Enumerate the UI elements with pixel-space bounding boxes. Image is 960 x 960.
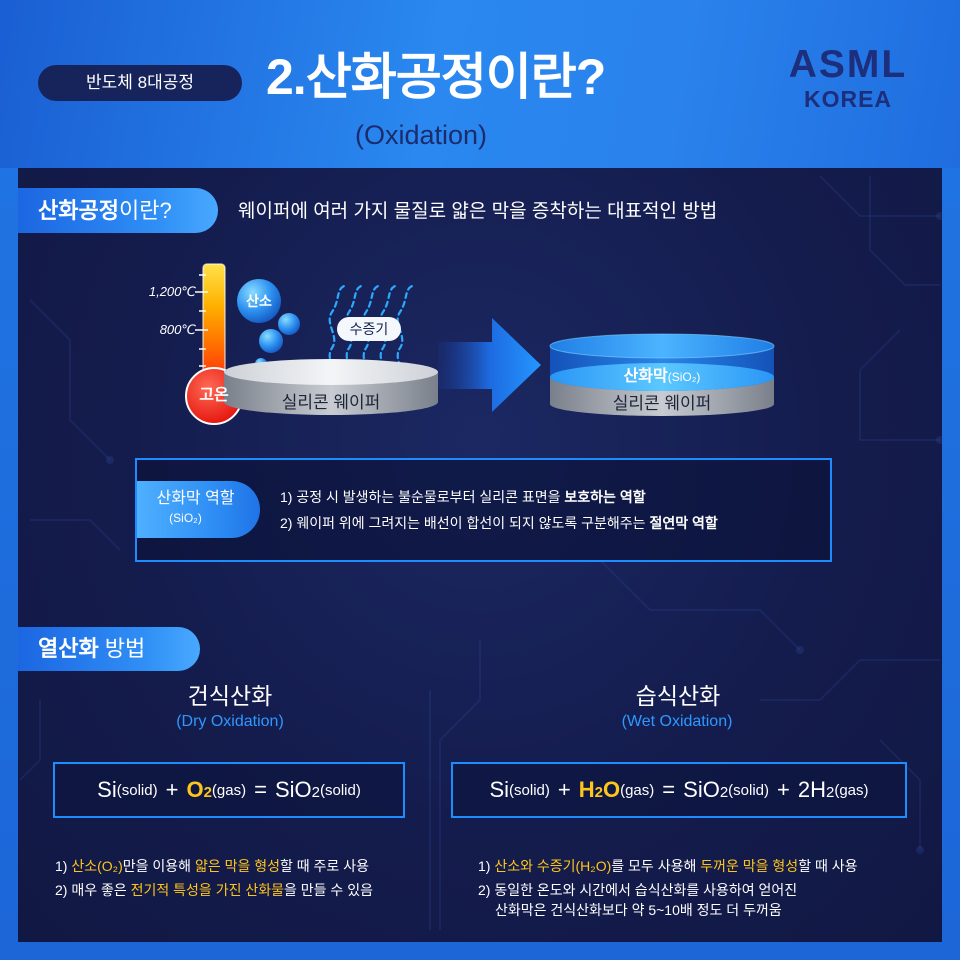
intro-description: 웨이퍼에 여러 가지 물질로 얇은 막을 증착하는 대표적인 방법 (238, 201, 718, 222)
formula-term-highlight: H (578, 777, 595, 802)
note-text: 1) (478, 858, 495, 874)
formula-state: (gas) (834, 781, 869, 799)
wet-note-item: 1) 산소와 수증기(H₂O)를 모두 사용해 두꺼운 막을 형성할 때 사용 (478, 856, 858, 876)
formula-subscript: 2 (826, 783, 835, 801)
formula-term: SiO (274, 777, 312, 802)
thermometer-high-mark: 1,200℃ (148, 284, 196, 299)
oxide-role-item: 2) 웨이퍼 위에 그려지는 배선이 합선이 되지 않도록 구분해주는 절연막 … (280, 513, 718, 533)
note-text: 2) (478, 882, 495, 898)
dry-oxidation-title: 건식산화 (187, 683, 273, 709)
note-text: 동일한 온도와 시간에서 습식산화를 사용하여 얻어진 (494, 882, 798, 898)
oxide-film-name: 산화막 (623, 368, 668, 385)
dry-oxidation-subtitle: (Dry Oxidation) (176, 713, 284, 730)
oxide-role-pill: 산화막 역할 (SiO₂) (137, 481, 260, 538)
wafer-label-after: 실리콘 웨이퍼 (612, 394, 712, 413)
formula-operator: + (557, 777, 571, 802)
formula-subscript: 2 (594, 783, 603, 801)
logo-main-text: ASML (788, 43, 908, 86)
wet-oxidation-title: 습식산화 (635, 683, 721, 709)
note-text: 2) 매우 좋은 (55, 882, 131, 898)
formula-term-highlight: O (602, 777, 621, 802)
note-text: 할 때 주로 사용 (280, 858, 369, 874)
section-pill-intro: 산화공정이란? (18, 188, 218, 233)
formula-operator: = (662, 777, 676, 802)
formula-state: (gas) (620, 781, 655, 799)
pill-bold-text: 열산화 (38, 636, 99, 661)
formula-term: Si (97, 777, 117, 802)
page-subtitle: (Oxidation) (355, 120, 488, 150)
oxide-film-formula: (SiO₂) (667, 370, 701, 384)
note-text: 를 모두 사용해 (611, 858, 701, 874)
oxide-role-box: 산화막 역할 (SiO₂) 1) 공정 시 발생하는 불순물로부터 실리콘 표면… (135, 458, 832, 562)
wet-oxidation-subtitle: (Wet Oxidation) (621, 713, 733, 730)
asml-korea-logo: ASML KOREA (776, 43, 920, 113)
oxide-role-formula: (SiO₂) (169, 511, 202, 525)
formula-term: Si (489, 777, 510, 802)
note-highlight: 전기적 특성을 가진 산화물 (130, 882, 284, 898)
dry-note-item: 2) 매우 좋은 전기적 특성을 가진 산화물을 만들 수 있음 (55, 880, 373, 900)
note-highlight: 산소와 수증기(H₂O) (494, 858, 612, 874)
note-highlight: 산소(O₂) (71, 858, 123, 874)
oxide-role-item: 1) 공정 시 발생하는 불순물로부터 실리콘 표면을 보호하는 역할 (280, 487, 646, 507)
oxygen-label: 산소 (246, 293, 272, 309)
page-title: 2.산화공정이란? (266, 49, 606, 105)
pill-bold-text: 산화공정 (38, 198, 119, 223)
formula-operator: + (165, 777, 179, 802)
role-item-bold: 보호하는 역할 (564, 489, 646, 505)
wet-note-item: 2) 동일한 온도와 시간에서 습식산화를 사용하여 얻어진 (478, 880, 797, 900)
formula-term: SiO (683, 777, 720, 802)
formula-state: (solid) (728, 781, 770, 799)
note-text: 1) (55, 858, 72, 874)
formula-term: 2H (797, 777, 826, 802)
formula-state: (solid) (509, 781, 550, 799)
note-text: 할 때 사용 (798, 858, 858, 874)
role-item-bold: 절연막 역할 (649, 515, 718, 531)
note-text: 만을 이용해 (122, 858, 195, 874)
wet-note-continuation: 산화막은 건식산화보다 약 5~10배 정도 더 두꺼움 (495, 902, 782, 918)
formula-term-highlight: O (186, 777, 204, 802)
formula-operator: + (777, 777, 790, 802)
oxide-film-label: 산화막(SiO₂) (572, 366, 752, 388)
oxide-role-title: 산화막 역할 (156, 490, 235, 507)
role-item-text: 2) 웨이퍼 위에 그려지는 배선이 합선이 되지 않도록 구분해주는 (280, 515, 650, 531)
role-item-text: 1) 공정 시 발생하는 불순물로부터 실리콘 표면을 (280, 489, 565, 505)
formula-subscript: 2 (311, 783, 320, 801)
pill-rest-text: 이란? (118, 198, 172, 223)
dry-note-item: 1) 산소(O₂)만을 이용해 얇은 막을 형성할 때 주로 사용 (55, 856, 369, 876)
formula-subscript: 2 (203, 783, 212, 801)
wafer-label-before: 실리콘 웨이퍼 (281, 393, 381, 412)
thermometer-low-mark: 800℃ (159, 322, 196, 337)
note-text: 을 만들 수 있음 (284, 882, 373, 898)
logo-sub-text: KOREA (803, 86, 893, 112)
note-highlight: 두꺼운 막을 형성 (700, 858, 799, 874)
pill-rest-text: 방법 (104, 636, 146, 661)
process-category-badge: 반도체 8대공정 (38, 65, 242, 101)
formula-operator: = (254, 777, 267, 802)
formula-subscript: 2 (719, 783, 729, 801)
formula-state: (solid) (319, 781, 361, 799)
note-highlight: 얇은 막을 형성 (194, 858, 281, 874)
formula-state: (solid) (116, 781, 158, 799)
steam-label: 수증기 (337, 317, 401, 341)
formula-state: (gas) (211, 781, 247, 799)
